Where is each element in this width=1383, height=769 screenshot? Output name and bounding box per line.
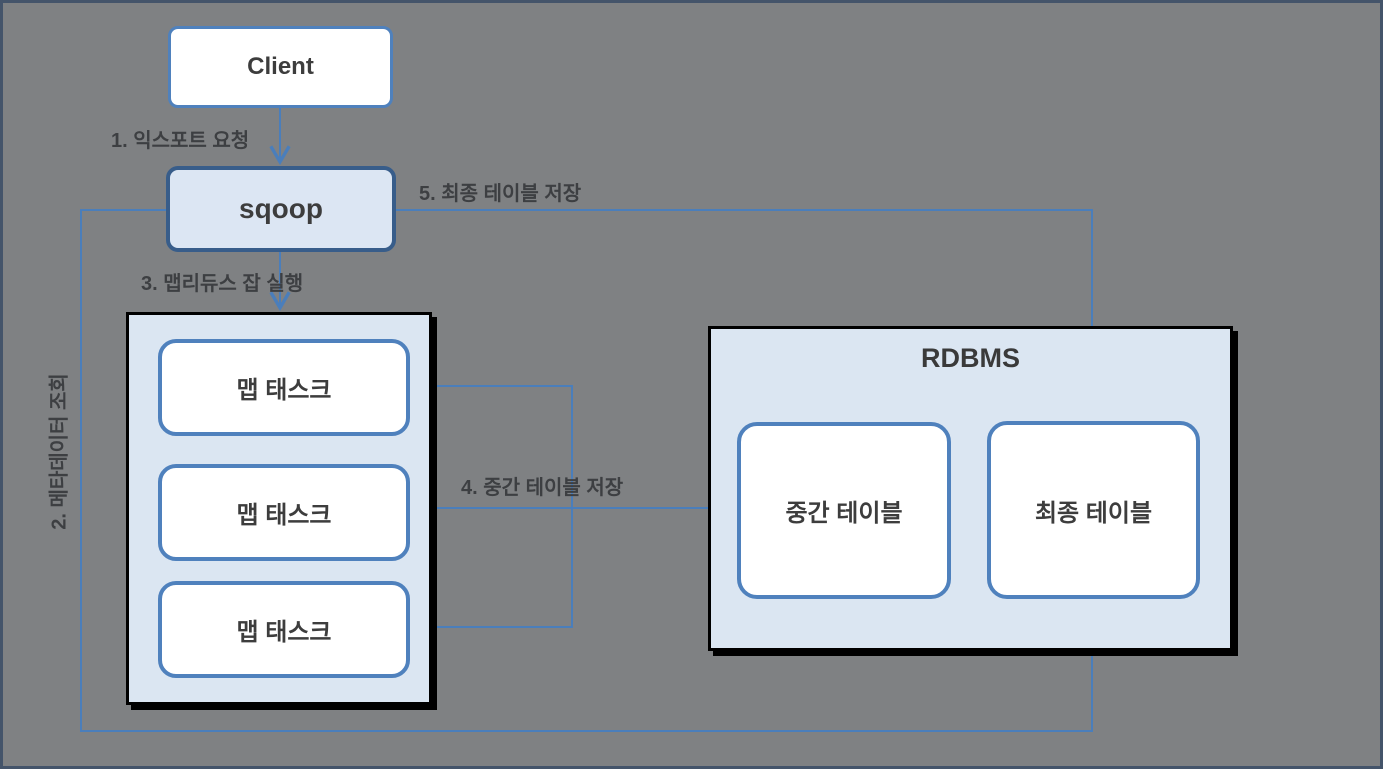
final-table-label: 최종 테이블 <box>1034 499 1153 527</box>
line-map-task-bus <box>408 385 573 628</box>
intermediate-table-node: 중간 테이블 <box>737 422 951 599</box>
flow-label-step2: 2. 메타데이터 조회 <box>48 373 71 530</box>
map-task-label: 맵 태스크 <box>236 502 332 529</box>
map-task-node-1: 맵 태스크 <box>158 339 410 436</box>
client-label: Client <box>247 53 314 80</box>
mapreduce-container: 맵 태스크 맵 태스크 맵 태스크 <box>126 312 432 705</box>
flow-label-step1: 1. 익스포트 요청 <box>111 130 250 152</box>
sqoop-node: sqoop <box>166 166 396 252</box>
client-node: Client <box>168 26 393 108</box>
map-task-node-3: 맵 태스크 <box>158 581 410 678</box>
flow-label-step5: 5. 최종 테이블 저장 <box>419 183 582 205</box>
rdbms-title: RDBMS <box>921 343 1020 373</box>
map-task-label: 맵 태스크 <box>236 377 332 404</box>
sqoop-label: sqoop <box>239 193 323 224</box>
flow-label-step4: 4. 중간 테이블 저장 <box>461 477 624 499</box>
map-task-label: 맵 태스크 <box>236 619 332 646</box>
intermediate-table-label: 중간 테이블 <box>785 500 903 527</box>
map-task-node-2: 맵 태스크 <box>158 464 410 561</box>
final-table-node: 최종 테이블 <box>987 421 1200 599</box>
flow-label-step3: 3. 맵리듀스 잡 실행 <box>141 273 304 295</box>
